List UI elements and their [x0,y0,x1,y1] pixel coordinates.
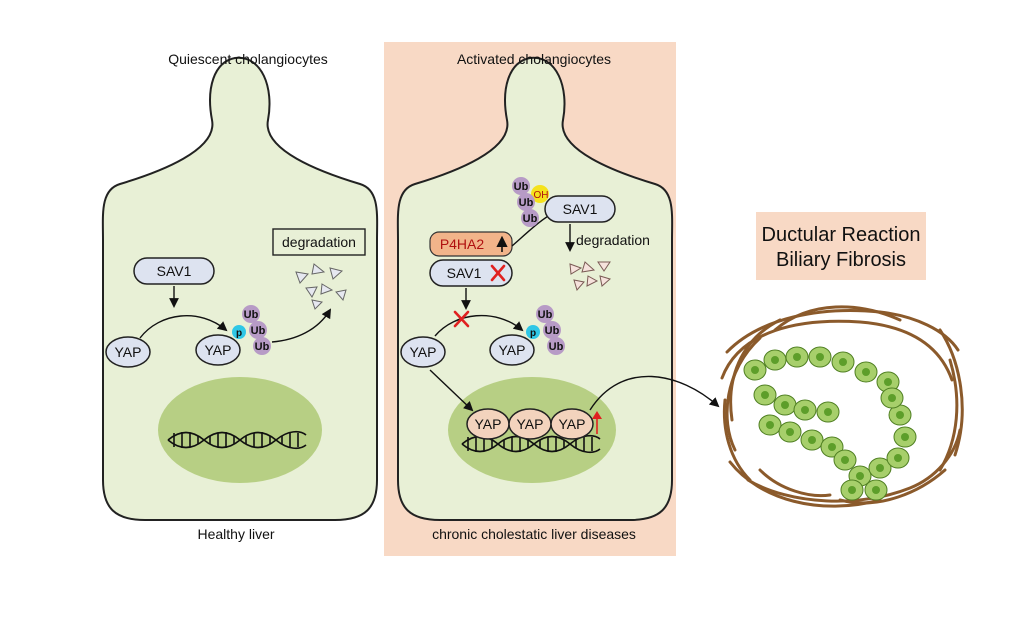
duct-cell-nucleus [839,358,847,366]
p4ha2-box [429,231,513,257]
top-ub-3 [521,209,539,227]
duct-cell-nucleus [884,378,892,386]
duct-cell-nucleus [766,421,774,429]
duct-cell-nucleus [801,406,809,414]
top-ub-3-label: Ub [523,213,538,225]
oh-label: OH [534,190,549,201]
duct-cell-nucleus [751,366,759,374]
right-yap-free-label: YAP [410,344,437,360]
left-fragments-icon [295,263,347,310]
left-ub-2 [249,321,267,339]
left-panel-footer: Healthy liver [197,526,274,542]
sav1-hydroxylated-label: SAV1 [563,201,598,217]
sav1-inhibited-x-icon [490,264,506,282]
left-nucleus [158,377,322,483]
duct-cell-nucleus [808,436,816,444]
left-dna-icon [167,430,307,450]
left-p-label: p [236,328,242,339]
left-ub-3-label: Ub [255,341,270,353]
right-ub-2-label: Ub [545,325,560,337]
ductular-reaction-illustration [720,305,964,508]
outcome-box [756,212,926,280]
right-yap-bound-label: YAP [499,342,526,358]
right-yap-bound [489,334,535,366]
left-yap-bound [195,334,241,366]
duct-cell-nucleus [896,411,904,419]
duct-cell-nucleus [856,472,864,480]
left-ubiquitin-chain: Ub Ub Ub [242,305,271,355]
left-ub-1-label: Ub [244,309,259,321]
outcome-line-1: Ductular Reaction [762,224,921,246]
top-ub-1 [512,177,530,195]
duct-cell-nucleus [894,454,902,462]
right-phosphate [526,325,540,339]
duct-cell-nucleus [901,433,909,441]
duct-cell-nucleus [761,391,769,399]
nuclear-yap-1-label: YAP [475,416,502,432]
nuclear-yap-group: YAP YAP YAP [466,408,594,440]
duct-cells [743,346,917,501]
left-yap-free [105,336,151,368]
left-ub-1 [242,305,260,323]
outcome-line-2: Biliary Fibrosis [776,249,906,271]
right-ub-1-label: Ub [538,309,553,321]
left-panel-title: Quiescent cholangiocytes [168,51,328,67]
left-phospho-arrow [139,315,228,339]
right-top-ubiquitin-chain: Ub Ub Ub [512,177,539,227]
left-sav1-box [133,257,215,285]
left-degradation-box [272,228,366,256]
duct-cell-nucleus [848,486,856,494]
duct-cell-nucleus [824,408,832,416]
right-ub-3 [547,337,565,355]
duct-cell-nucleus [793,353,801,361]
nuclear-yap-2-label: YAP [517,416,544,432]
top-ub-1-label: Ub [514,181,529,193]
nuclear-yap-3 [550,408,594,440]
right-ub-3-label: Ub [549,341,564,353]
right-yap-free [400,336,446,368]
right-ub-1 [536,305,554,323]
left-degradation-label: degradation [282,234,356,250]
outcome-arrow [589,375,720,411]
right-p-label: p [530,328,536,339]
right-sav1-label: SAV1 [447,265,482,281]
yap-nuclear-arrow [429,369,474,412]
left-degradation-arrow [271,308,332,343]
left-yap-free-label: YAP [115,344,142,360]
left-ub-3 [253,337,271,355]
duct-cell-nucleus [841,456,849,464]
left-ub-2-label: Ub [251,325,266,337]
left-phosphate [232,325,246,339]
nuclear-yap-3-label: YAP [559,416,586,432]
duct-cell-nucleus [888,394,896,402]
left-yap-bound-label: YAP [205,342,232,358]
top-ub-2 [517,193,535,211]
oh-group [531,185,549,203]
right-degradation-label: degradation [576,232,650,248]
nuclear-yap-up-arrow-icon [592,411,602,434]
right-fragments-icon [569,261,612,292]
duct-cell-nucleus [828,443,836,451]
duct-cell-nucleus [816,353,824,361]
duct-cell-nucleus [771,356,779,364]
sav1-hydroxylated-box [544,195,616,223]
duct-cell-nucleus [872,486,880,494]
p4ha2-label: P4HA2 [440,236,485,252]
top-ub-2-label: Ub [519,197,534,209]
right-ubiquitin-chain: Ub Ub Ub [536,305,565,355]
left-sav1-label: SAV1 [157,263,192,279]
duct-cell-nucleus [781,401,789,409]
right-ub-2 [543,321,561,339]
right-panel-title: Activated cholangiocytes [457,51,611,67]
fibrosis-fibers [720,305,964,508]
right-panel-footer: chronic cholestatic liver diseases [432,526,636,542]
duct-cell-nucleus [862,368,870,376]
right-phospho-arrow [434,314,524,337]
phosphorylation-blocked-x-icon [453,310,470,328]
quiescent-cell [101,56,379,521]
duct-cell-nucleus [786,428,794,436]
duct-cell-nucleus [876,464,884,472]
